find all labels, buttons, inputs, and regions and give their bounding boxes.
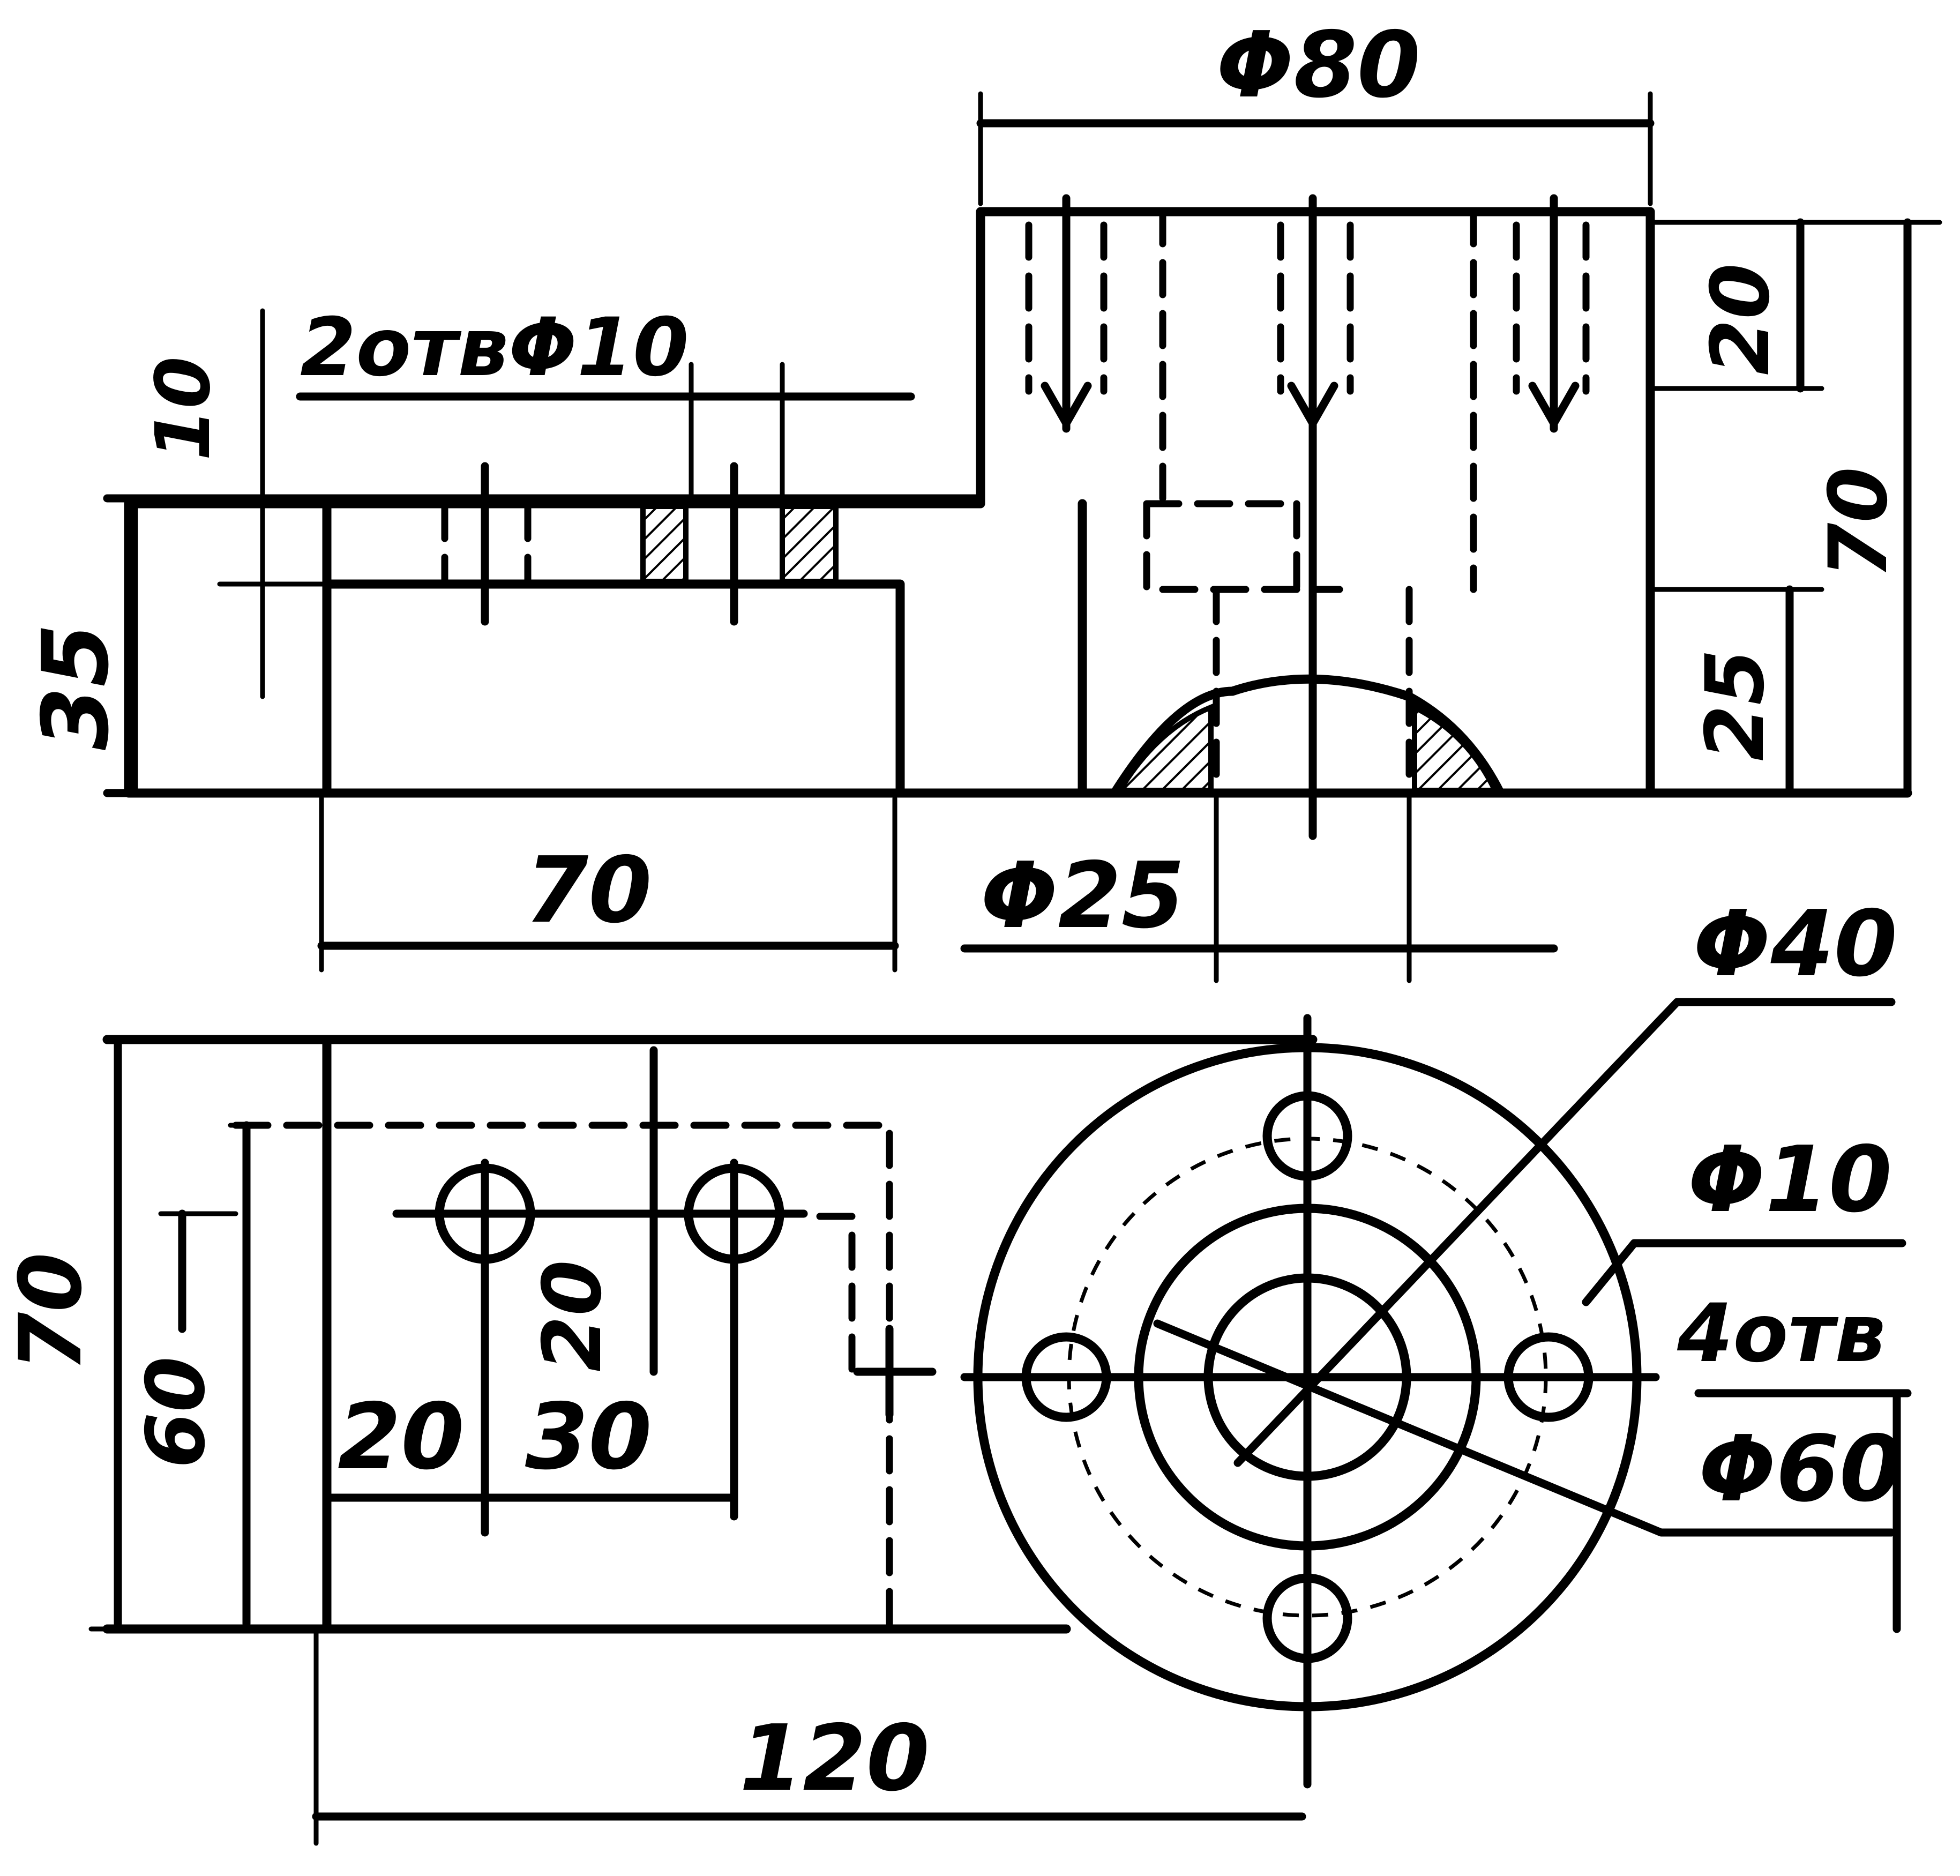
hatch-plate-1 xyxy=(640,504,689,584)
flange-hole-right xyxy=(1503,1332,1594,1422)
dim-d80: Φ80 xyxy=(1216,12,1420,118)
dim-d60: Φ60 xyxy=(1699,1416,1903,1522)
leader-d10 xyxy=(1582,1239,1906,1306)
front-arch xyxy=(1110,674,1505,798)
boss-hidden-holes xyxy=(1025,194,1590,487)
dim-d25: Φ25 xyxy=(981,843,1185,949)
dim-w70: 70 xyxy=(525,838,652,944)
flange-hole-top xyxy=(1262,1091,1352,1181)
top-dimensions: 70 60 20 20 30 120 Φ40 Φ10 4отв Φ60 xyxy=(1,891,1903,1846)
dim-holes-note: 2отвΦ10 xyxy=(300,301,689,394)
dim-h25: 25 xyxy=(1689,649,1782,761)
leader-d40 xyxy=(1233,998,1896,1467)
dim-w120: 120 xyxy=(739,1706,930,1812)
hatch-arch-left xyxy=(1115,703,1214,793)
hatch-arch-right xyxy=(1412,702,1499,793)
leader-d60 xyxy=(1153,1319,1896,1537)
dim-holes4: 4отв xyxy=(1677,1287,1886,1380)
dim-h10: 10 xyxy=(140,356,227,461)
top-hidden-rect xyxy=(232,1122,893,1627)
top-view xyxy=(88,998,1912,1789)
dim-v20-mid: 20 xyxy=(526,1260,619,1372)
dim-w30: 30 xyxy=(525,1384,652,1490)
dim-w20: 20 xyxy=(338,1384,465,1490)
front-dimensions: Φ80 2отвΦ10 10 35 20 70 25 70 Φ25 xyxy=(23,12,1942,983)
dim-h70-left: 70 xyxy=(1,1252,101,1372)
dim-d10: Φ10 xyxy=(1688,1127,1892,1233)
dim-d40: Φ40 xyxy=(1693,891,1897,997)
front-view xyxy=(103,194,1912,840)
hatch-plate-2 xyxy=(780,504,839,584)
flange-hole-bottom xyxy=(1262,1573,1352,1663)
dim-h70-right: 70 xyxy=(1812,467,1905,579)
flange-hole-left xyxy=(1021,1332,1111,1422)
boss-inner-hidden xyxy=(1143,208,1477,593)
dim-h60: 60 xyxy=(130,1356,223,1468)
dim-h20-top: 20 xyxy=(1694,263,1787,375)
dim-h35: 35 xyxy=(23,623,129,750)
